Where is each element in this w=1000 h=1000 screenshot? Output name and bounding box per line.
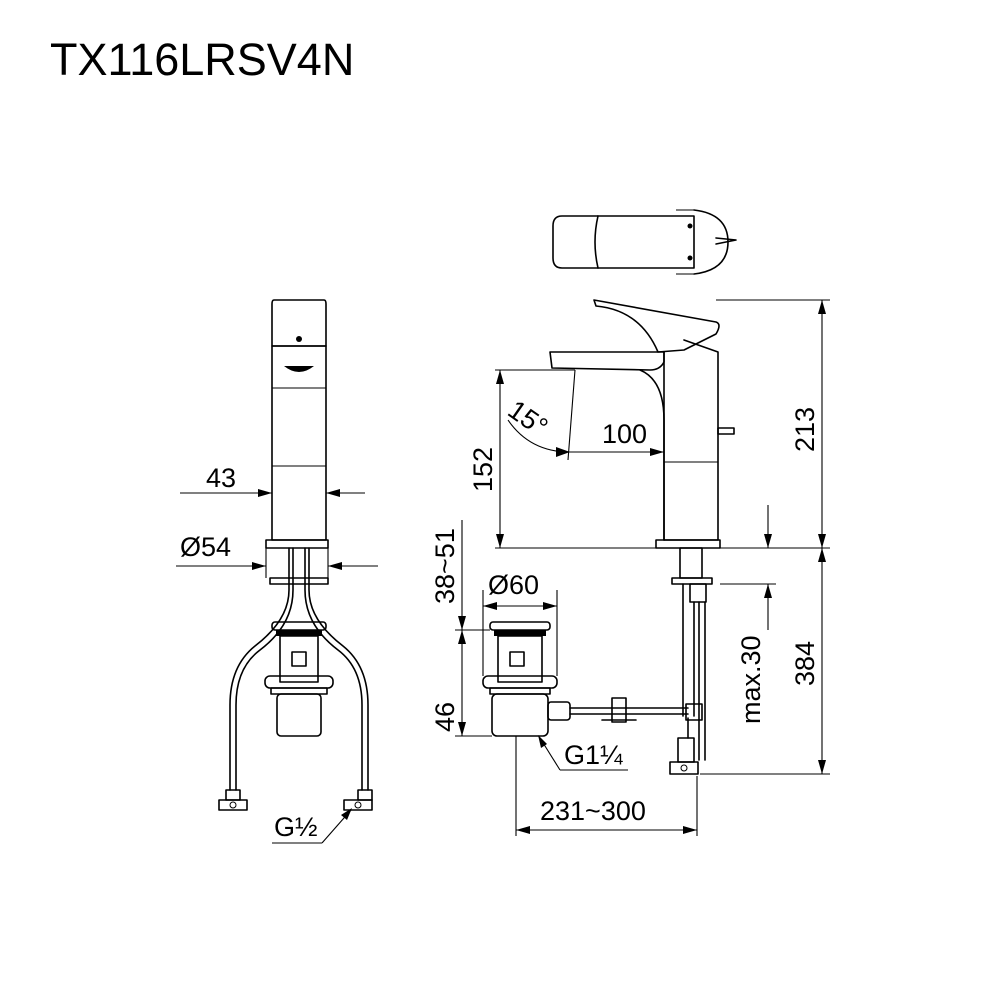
top-view: [552, 209, 737, 275]
deck-thickness-label: 38~51: [430, 528, 460, 604]
side-view: [455, 299, 830, 836]
total-height-label: 213: [790, 407, 820, 452]
angle-label: 15°: [503, 394, 554, 442]
model-title: TX116LRSV4N: [50, 34, 354, 85]
front-base-diameter-label: Ø54: [180, 532, 231, 562]
reach-label: 100: [602, 419, 647, 449]
front-thread-label: G½: [274, 812, 318, 842]
front-width-label: 43: [206, 463, 236, 493]
drain-height-label: 46: [430, 702, 460, 732]
drain-thread-label: G1¼: [564, 740, 623, 770]
spout-height-label: 152: [468, 447, 498, 492]
front-view: [176, 299, 378, 844]
max-depth-label: max.30: [736, 635, 766, 724]
drain-diameter-label: Ø60: [488, 570, 539, 600]
below-deck-label: 384: [790, 641, 820, 686]
trap-distance-label: 231~300: [540, 796, 646, 826]
